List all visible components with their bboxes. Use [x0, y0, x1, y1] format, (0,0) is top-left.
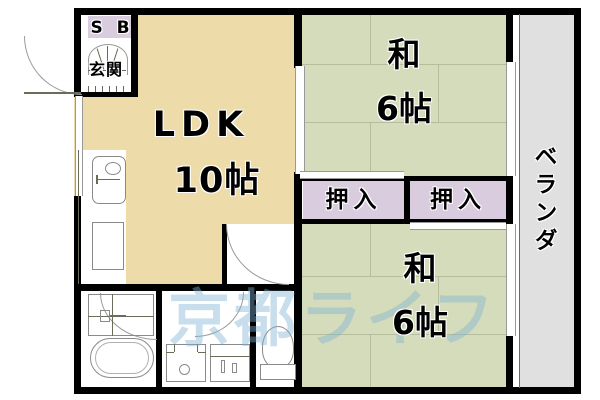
bathtub-inner [95, 342, 149, 374]
wall-bath-right [156, 291, 162, 388]
washer-corner [197, 344, 198, 352]
washing-machine-space [166, 344, 206, 382]
kitchen-counter [92, 222, 124, 270]
wall-corridor-left [222, 224, 227, 286]
washer-drain [179, 364, 190, 375]
bath-grid-h [88, 316, 154, 317]
kitchen-faucet [96, 179, 120, 180]
vanity-bottle [232, 363, 237, 373]
tatami-seam [438, 276, 439, 334]
genkan-tile-line [116, 86, 117, 92]
wall-bottom [74, 387, 581, 394]
sliding-door-ldk-washitsu-north[interactable] [295, 66, 305, 174]
washitsu-north-size-label: 6帖 [376, 89, 432, 128]
kitchen-sink-bowl [105, 162, 121, 175]
washitsu-south-size-label: 6帖 [392, 303, 448, 342]
closet-north-label: 押入 [325, 187, 382, 213]
closet-north [303, 180, 404, 220]
room-washitsu-south [302, 224, 506, 388]
genkan-tile-line [95, 86, 96, 92]
room-veranda [519, 14, 581, 388]
washitsu-south-label: 和 [403, 249, 437, 288]
entrance-door-leaf[interactable] [24, 92, 81, 94]
shower-mixer [100, 310, 110, 322]
fusuma-closet-south[interactable] [410, 222, 506, 230]
room-washitsu-north [302, 14, 506, 176]
tatami-seam [302, 334, 506, 335]
wall-sanitary-right [294, 291, 302, 388]
genkan-tile-line [102, 86, 103, 92]
washer-corner [166, 352, 174, 353]
genkan-label: 玄関 [88, 60, 123, 79]
tatami-seam [370, 14, 371, 64]
wall-corridor-bottom [226, 284, 302, 291]
kitchen-divider [78, 150, 79, 284]
toilet-bowl [262, 326, 294, 368]
wall-toilet-left [250, 291, 256, 388]
genkan-fan-base [88, 70, 126, 71]
entrance-door-arc[interactable] [24, 36, 82, 95]
vanity-faucet [221, 360, 225, 373]
kitchen-faucet-base [96, 175, 98, 184]
genkan-step-fan [88, 44, 128, 75]
shoe-box-label: S B [90, 18, 134, 38]
veranda-edge [519, 14, 520, 388]
wall-right [574, 8, 581, 394]
window-washitsu-north-veranda[interactable] [506, 62, 516, 176]
tatami-seam [370, 334, 371, 388]
tatami-seam [438, 64, 439, 122]
wall-veranda-lower [506, 336, 513, 394]
ldk-label: LDK [152, 105, 250, 145]
vanity-top [210, 356, 250, 357]
tatami-seam [302, 122, 506, 123]
wall-veranda-upper [506, 8, 513, 62]
tatami-seam [370, 224, 371, 276]
closet-south [410, 180, 506, 220]
wall-washitsu-south-left [294, 224, 302, 284]
genkan-tile-line [88, 86, 89, 92]
genkan-tile-line [123, 86, 124, 92]
vanity-basin [210, 344, 250, 382]
shoe-box [88, 16, 136, 38]
wall-left-lower [74, 196, 81, 394]
washer-corner [174, 344, 175, 352]
tatami-seam [302, 276, 506, 277]
veranda-label: ベランダ [530, 144, 556, 256]
genkan-tile-line [109, 86, 110, 92]
washer-corner [198, 352, 206, 353]
tatami-seam [302, 64, 506, 65]
window-kitchen-left[interactable] [75, 96, 83, 196]
bath-wash-area [88, 294, 154, 336]
fusuma-closet-north[interactable] [300, 171, 404, 179]
wall-closet-divider [404, 176, 410, 224]
wall-genkan-bottom [74, 90, 138, 97]
wall-ldk-east-upper [294, 8, 302, 68]
wall-genkan-right [131, 8, 138, 96]
toilet-tank [260, 364, 296, 380]
closet-south-label: 押入 [430, 187, 486, 213]
window-washitsu-south-veranda[interactable] [506, 224, 516, 336]
wall-top [80, 8, 581, 15]
washitsu-north-label: 和 [387, 35, 421, 74]
shower-arm [110, 315, 126, 316]
tatami-seam [370, 122, 371, 176]
genkan-fan-rib [107, 46, 108, 70]
wall-closet-bottom [296, 219, 508, 224]
ldk-size-label: 10帖 [173, 161, 261, 201]
wall-veranda-mid [506, 176, 513, 224]
wall-ldk-bottom [74, 284, 226, 291]
